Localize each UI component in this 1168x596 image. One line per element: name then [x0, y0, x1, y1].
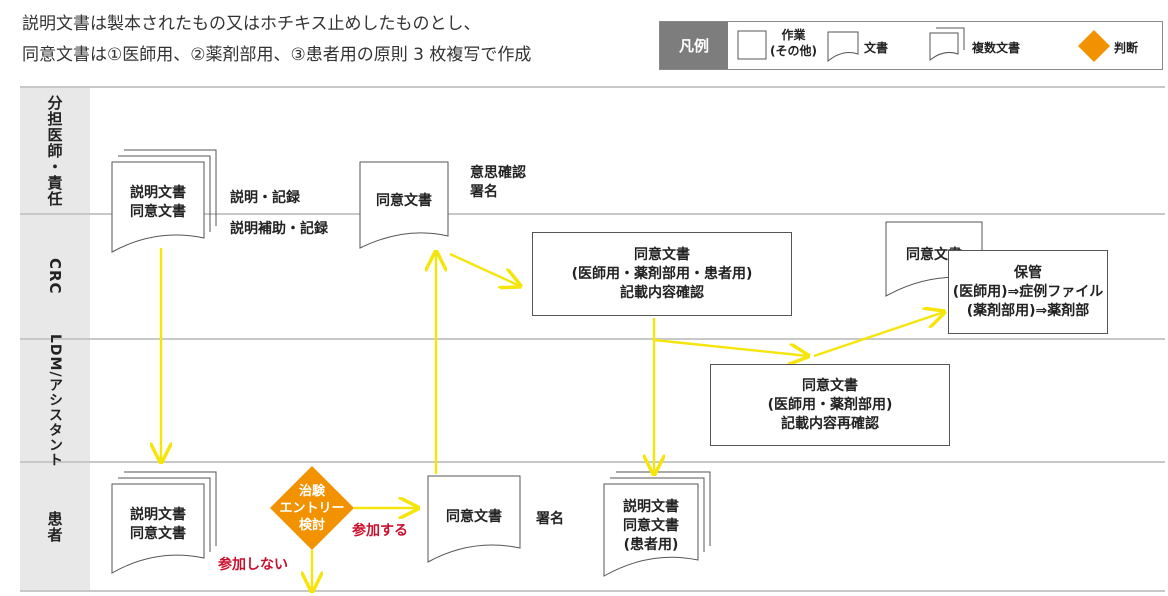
lane-label-patient: 患者: [45, 510, 64, 543]
lane-header-doctor: [20, 86, 90, 213]
decision-label: 治験 エントリー 検討: [279, 484, 345, 533]
legend-title: 凡例: [660, 22, 728, 69]
label-signature: 署名: [470, 184, 498, 200]
legend-document-label: 文書: [864, 41, 889, 55]
lane-label-crc: CRC: [46, 258, 64, 295]
lane-header-ldm: [20, 340, 90, 461]
doc-stack-patient-copy-shape: [603, 471, 711, 577]
lane-header-patient: [20, 463, 90, 590]
box-consent-check: 同意文書 (医師用・薬剤部用・患者用) 記載内容確認: [532, 232, 792, 316]
legend-multi-document-label: 複数文書: [972, 41, 1021, 55]
doc-stack-top: 説明文書 同意文書: [130, 185, 186, 220]
legend-task-shape: [737, 30, 767, 60]
arrow-check-to-recheck: [653, 338, 808, 356]
label-explain-assist: 説明補助・記録: [230, 221, 328, 237]
label-explain-record: 説明・記録: [230, 190, 300, 206]
doc-stack-top-shape: [111, 149, 217, 253]
label-intent-confirm: 意思確認: [470, 165, 526, 181]
legend-multi-document-shape-back: [936, 27, 965, 50]
doc-consent-patient: 同意文書: [446, 509, 502, 525]
doc-stack-patient-copy: 説明文書 同意文書 (患者用): [623, 499, 679, 553]
arrow-consent-to-check: [449, 252, 520, 286]
lane-label-doctor: 分担医師・責任: [45, 94, 64, 207]
legend: 凡例 作業 (その他) 文書 複数文書 判断: [659, 21, 1163, 70]
legend-multi-document-shape: [929, 32, 959, 62]
intro-text: 説明文書は製本されたもの又はホチキス止めしたものとし、 同意文書は①医師用、②薬…: [22, 9, 531, 71]
flow-arrows: [161, 248, 944, 591]
legend-shapes: [737, 27, 1110, 63]
lane-divider: [20, 213, 1165, 215]
doc-consent-patient-shape: [427, 475, 521, 563]
label-not-participate: 参加しない: [218, 557, 288, 573]
lane-divider: [20, 86, 1165, 88]
legend-document-shape: [827, 31, 859, 63]
doc-consent-middle: 同意文書: [376, 193, 432, 209]
legend-decision-label: 判断: [1114, 41, 1139, 55]
lane-divider: [20, 338, 1165, 340]
lane-divider: [20, 461, 1165, 463]
label-patient-sign: 署名: [536, 511, 564, 527]
lane-header-crc: [20, 215, 90, 338]
legend-decision-shape: [1078, 30, 1110, 62]
swimlane-diagram: 分担医師・責任 CRC LDM/アシスタント 患者: [20, 86, 1165, 596]
decision-diamond: [270, 466, 354, 550]
intro-line-2: 同意文書は①医師用、②薬剤部用、③患者用の原則 3 枚複写で作成: [22, 45, 532, 65]
legend-task-label: 作業 (その他): [770, 28, 817, 58]
box-recheck: 同意文書 (医師用・薬剤部用) 記載内容再確認: [710, 364, 950, 446]
intro-line-1: 説明文書は製本されたもの又はホチキス止めしたものとし、: [22, 14, 481, 34]
lane-divider: [20, 590, 1165, 592]
arrow-recheck-to-storage: [813, 312, 944, 358]
label-participate: 参加する: [352, 523, 408, 539]
lane-label-ldm: LDM/アシスタント: [47, 333, 63, 468]
flow-shapes: [111, 149, 983, 596]
doc-stack-patient: 説明文書 同意文書: [130, 507, 186, 542]
doc-stack-patient-shape: [111, 471, 217, 574]
box-storage: 保管 (医師用)⇒症例ファイル (薬剤部用)⇒薬剤部: [948, 250, 1108, 334]
doc-consent-middle-shape: [359, 161, 449, 249]
